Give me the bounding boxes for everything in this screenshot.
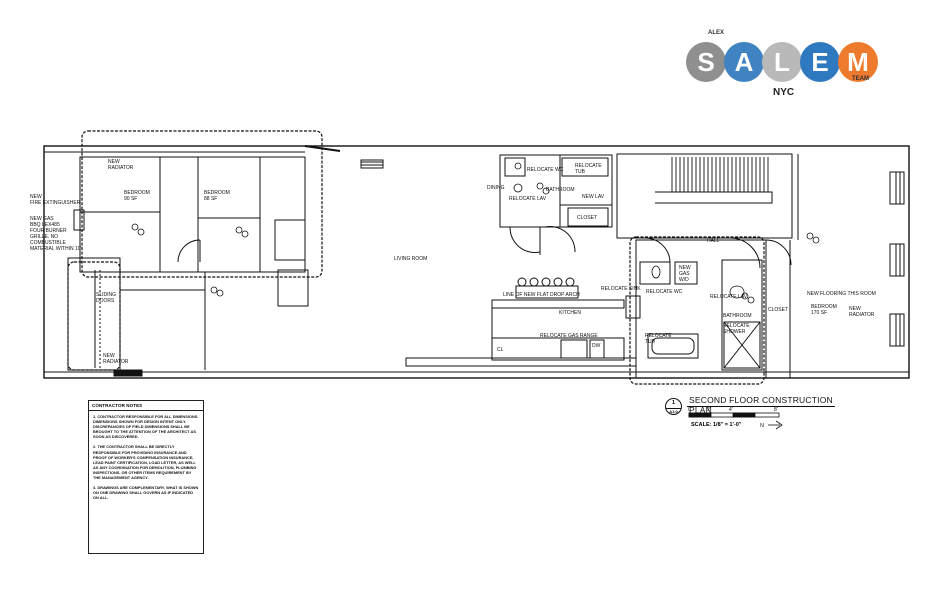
scale-tick-4: 4' — [729, 407, 733, 413]
scale-tick-0: 0 — [688, 407, 691, 413]
logo-letter-a: A — [724, 42, 764, 82]
label-cl: CL — [497, 347, 504, 353]
drawing-number-bubble: 1 A1.0 — [665, 398, 682, 415]
logo-nyc: NYC — [773, 87, 795, 98]
logo-letter-e: E — [800, 42, 840, 82]
scale-tick-2: 2' — [707, 407, 711, 413]
label-living-room: LIVING ROOM — [394, 256, 427, 262]
drawing-title: SECOND FLOOR CONSTRUCTION PLAN — [689, 395, 833, 415]
sheet-number: A1.0 — [666, 407, 681, 414]
logo-letter-m: M — [838, 42, 878, 82]
north-label: N — [760, 423, 764, 429]
salem-team-logo: ALEX S A L E M TEAM NYC — [686, 30, 886, 110]
label-kitchen: KITCHEN — [559, 310, 581, 316]
contractor-note-3: 3. DRAWINGS ARE COMPLEMENTARY, WHAT IS S… — [93, 485, 199, 501]
drawing-number: 1 — [671, 400, 676, 406]
label-relocate-wc-top: RELOCATE WC — [527, 167, 564, 173]
scale-tick-8: 8' — [774, 407, 778, 413]
label-closet-top: CLOSET — [577, 215, 597, 221]
contractor-note-1: 1. CONTRACTOR RESPONSIBLE FOR ALL DIMENS… — [93, 414, 199, 440]
title-underline — [687, 406, 835, 407]
revision-cloud-bath — [629, 236, 765, 385]
outer-wall — [43, 145, 910, 379]
label-relocate-lav-bottom: RELOCATE LAV — [710, 294, 748, 300]
label-relocate-sink: RELOCATE SINK — [601, 286, 641, 292]
logo-letter-l: L — [762, 42, 802, 82]
label-relocate-lav-top: RELOCATE LAV — [509, 196, 547, 202]
label-line-flat-drop: LINE OF NEW FLAT DROP ARCH — [503, 292, 580, 298]
contractor-notes-heading: CONTRACTOR NOTES — [89, 401, 203, 411]
contractor-notes-box: CONTRACTOR NOTES 1. CONTRACTOR RESPONSIB… — [88, 400, 204, 554]
label-dw: DW — [592, 343, 601, 349]
drawing-title-block: 1 A1.0 SECOND FLOOR CONSTRUCTION PLAN SC… — [663, 394, 843, 434]
label-bathroom-top: BATHROOM — [546, 187, 575, 193]
label-bathroom-bottom: BATHROOM — [723, 313, 752, 319]
label-closet-right: CLOSET — [768, 307, 788, 313]
scale-bar — [688, 412, 783, 430]
revision-cloud-bedrooms — [81, 130, 323, 278]
logo-alex: ALEX — [708, 30, 725, 36]
label-hall: HALL — [707, 238, 720, 244]
label-dining: DINING — [487, 185, 505, 191]
logo-team: TEAM — [852, 76, 869, 82]
label-relocate-wc-bottom: RELOCATE WC — [646, 289, 683, 295]
contractor-note-2: 2. THE CONTRACTOR SHALL BE DIRECTLY RESP… — [93, 444, 197, 481]
logo-letter-s: S — [686, 42, 726, 82]
label-relocate-gas-range: RELOCATE GAS RANGE — [540, 333, 598, 339]
label-new-flooring: NEW FLOORING THIS ROOM — [807, 291, 876, 297]
revision-cloud-terrace — [67, 261, 121, 371]
label-new-lav: NEW LAV — [582, 194, 605, 200]
drawing-scale: SCALE: 1/8" = 1'-0" — [691, 422, 742, 428]
